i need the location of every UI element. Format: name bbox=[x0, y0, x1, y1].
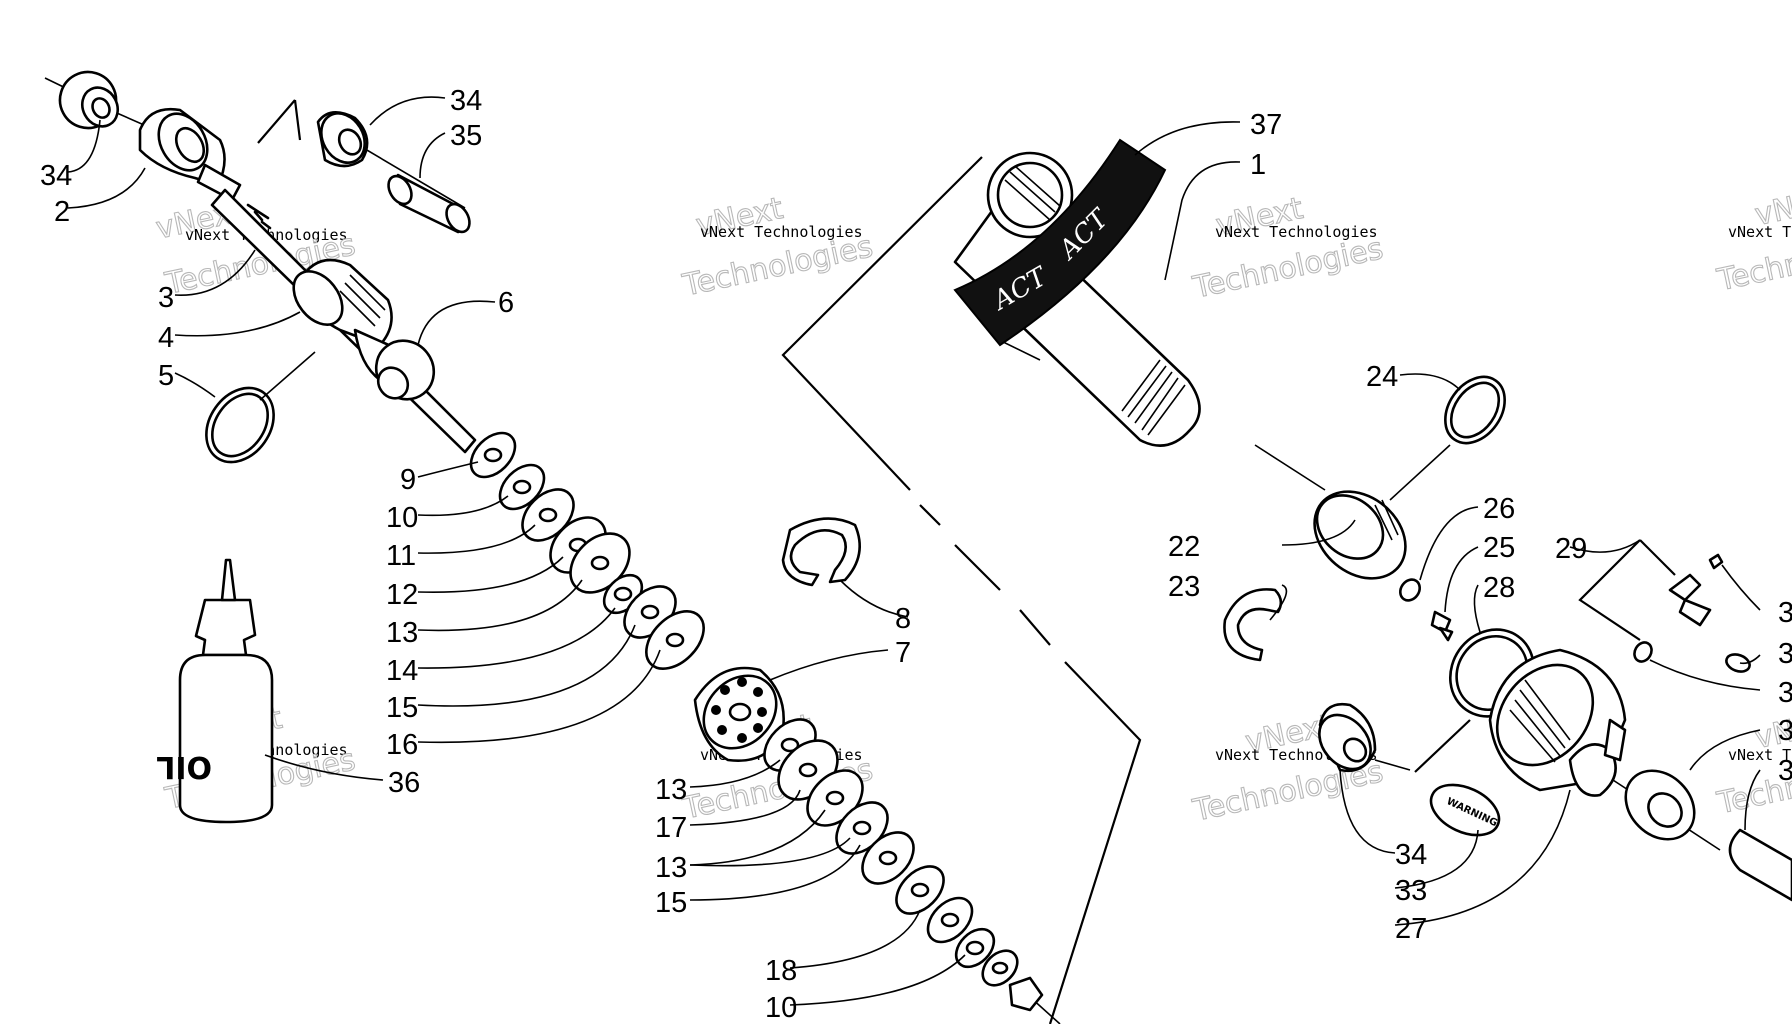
oil-bottle-36: OIL bbox=[156, 558, 274, 824]
piston-ring-8 bbox=[781, 517, 861, 587]
bushing-34-top bbox=[316, 111, 369, 168]
watermark: vNext vNext Technologies Technologies bbox=[1189, 190, 1387, 306]
sticker-37: ACT ACT bbox=[953, 138, 1167, 347]
callout-8: 8 bbox=[895, 603, 911, 635]
shim-stack-upper bbox=[469, 431, 705, 670]
callout-10: 10 bbox=[765, 992, 797, 1024]
callout-13: 13 bbox=[386, 617, 418, 649]
callout-34: 34 bbox=[40, 160, 72, 192]
callout-34: 34 bbox=[1395, 839, 1427, 871]
callout-3-edge: 3 bbox=[1778, 715, 1792, 747]
warning-label-33: WARNING bbox=[1429, 783, 1501, 837]
callout-9: 9 bbox=[400, 464, 416, 496]
callout-37: 37 bbox=[1250, 109, 1282, 141]
callout-13: 13 bbox=[655, 852, 687, 884]
bracket-lines bbox=[257, 99, 1676, 1024]
fitting-25 bbox=[1430, 610, 1454, 642]
callout-4: 4 bbox=[158, 322, 174, 354]
shim-13 bbox=[569, 532, 631, 594]
o-ring-5 bbox=[205, 351, 316, 464]
callout-26: 26 bbox=[1483, 493, 1515, 525]
sleeve-35 bbox=[387, 173, 471, 234]
callout-14: 14 bbox=[386, 655, 418, 687]
callout-6: 6 bbox=[498, 287, 514, 319]
piston-7 bbox=[693, 666, 785, 762]
callout-27: 27 bbox=[1395, 913, 1427, 945]
eyelet-2 bbox=[138, 107, 242, 202]
o-ring-26 bbox=[1398, 578, 1422, 602]
valve-29 bbox=[1633, 553, 1751, 673]
callout-15: 15 bbox=[655, 887, 687, 919]
svg-text:vNext Technologies: vNext Technologies bbox=[700, 223, 863, 241]
callout-3-edge: 3 bbox=[1778, 638, 1792, 670]
callout-33: 33 bbox=[1395, 875, 1427, 907]
svg-text:vNext Technologies: vNext Technologies bbox=[1728, 746, 1792, 764]
callout-7: 7 bbox=[895, 637, 911, 669]
reservoir-cap-27 bbox=[1488, 648, 1627, 797]
callout-29: 29 bbox=[1555, 533, 1587, 565]
shim-stack-lower bbox=[763, 718, 1044, 1012]
shim-15 bbox=[645, 610, 705, 670]
oil-label: OIL bbox=[156, 749, 212, 784]
callout-17: 17 bbox=[655, 812, 687, 844]
callout-3-edge: 3 bbox=[1778, 677, 1792, 709]
watermark: vNext vNext Technologies Technologies bbox=[1713, 180, 1792, 299]
bushing-34-left bbox=[58, 70, 120, 130]
bushing-34-right bbox=[1318, 702, 1471, 773]
ring-23 bbox=[1223, 588, 1283, 662]
o-ring-24 bbox=[1389, 375, 1506, 501]
callout-11: 11 bbox=[386, 540, 416, 572]
svg-text:vNext Technologies: vNext Technologies bbox=[1728, 223, 1792, 241]
callout-16: 16 bbox=[386, 729, 418, 761]
shim-9 bbox=[469, 431, 517, 479]
callout-25: 25 bbox=[1483, 532, 1515, 564]
callout-3-edge: 3 bbox=[1778, 597, 1792, 629]
piston-22 bbox=[1313, 490, 1407, 580]
callout-23: 23 bbox=[1168, 571, 1200, 603]
callout-15: 15 bbox=[386, 692, 418, 724]
callout-12: 12 bbox=[386, 579, 418, 611]
callout-13: 13 bbox=[655, 774, 687, 806]
callout-3-edge: 3 bbox=[1778, 755, 1792, 787]
callout-10: 10 bbox=[386, 502, 418, 534]
callout-35: 35 bbox=[450, 120, 482, 152]
callout-numbers: 34 2 34 35 3 4 6 5 9 10 11 12 13 14 15 1… bbox=[40, 85, 1792, 1024]
svg-text:vNext Technologies: vNext Technologies bbox=[1215, 223, 1378, 241]
watermark: vNext vNext Technologies Technologies bbox=[679, 190, 877, 304]
callout-36: 36 bbox=[388, 767, 420, 799]
callout-3: 3 bbox=[158, 282, 174, 314]
bumper-6 bbox=[374, 339, 436, 401]
callout-22: 22 bbox=[1168, 531, 1200, 563]
leader-lines bbox=[67, 96, 1761, 1006]
callout-5: 5 bbox=[158, 360, 174, 392]
callout-34: 34 bbox=[450, 85, 482, 117]
bushing-34-far-right bbox=[1624, 769, 1792, 902]
callout-24: 24 bbox=[1366, 361, 1398, 393]
callout-1: 1 bbox=[1250, 149, 1266, 181]
callout-18: 18 bbox=[765, 955, 797, 987]
svg-text:Technologies: Technologies bbox=[1189, 231, 1386, 306]
shim-10 bbox=[498, 463, 546, 511]
callout-2: 2 bbox=[54, 196, 70, 228]
callout-28: 28 bbox=[1483, 572, 1515, 604]
